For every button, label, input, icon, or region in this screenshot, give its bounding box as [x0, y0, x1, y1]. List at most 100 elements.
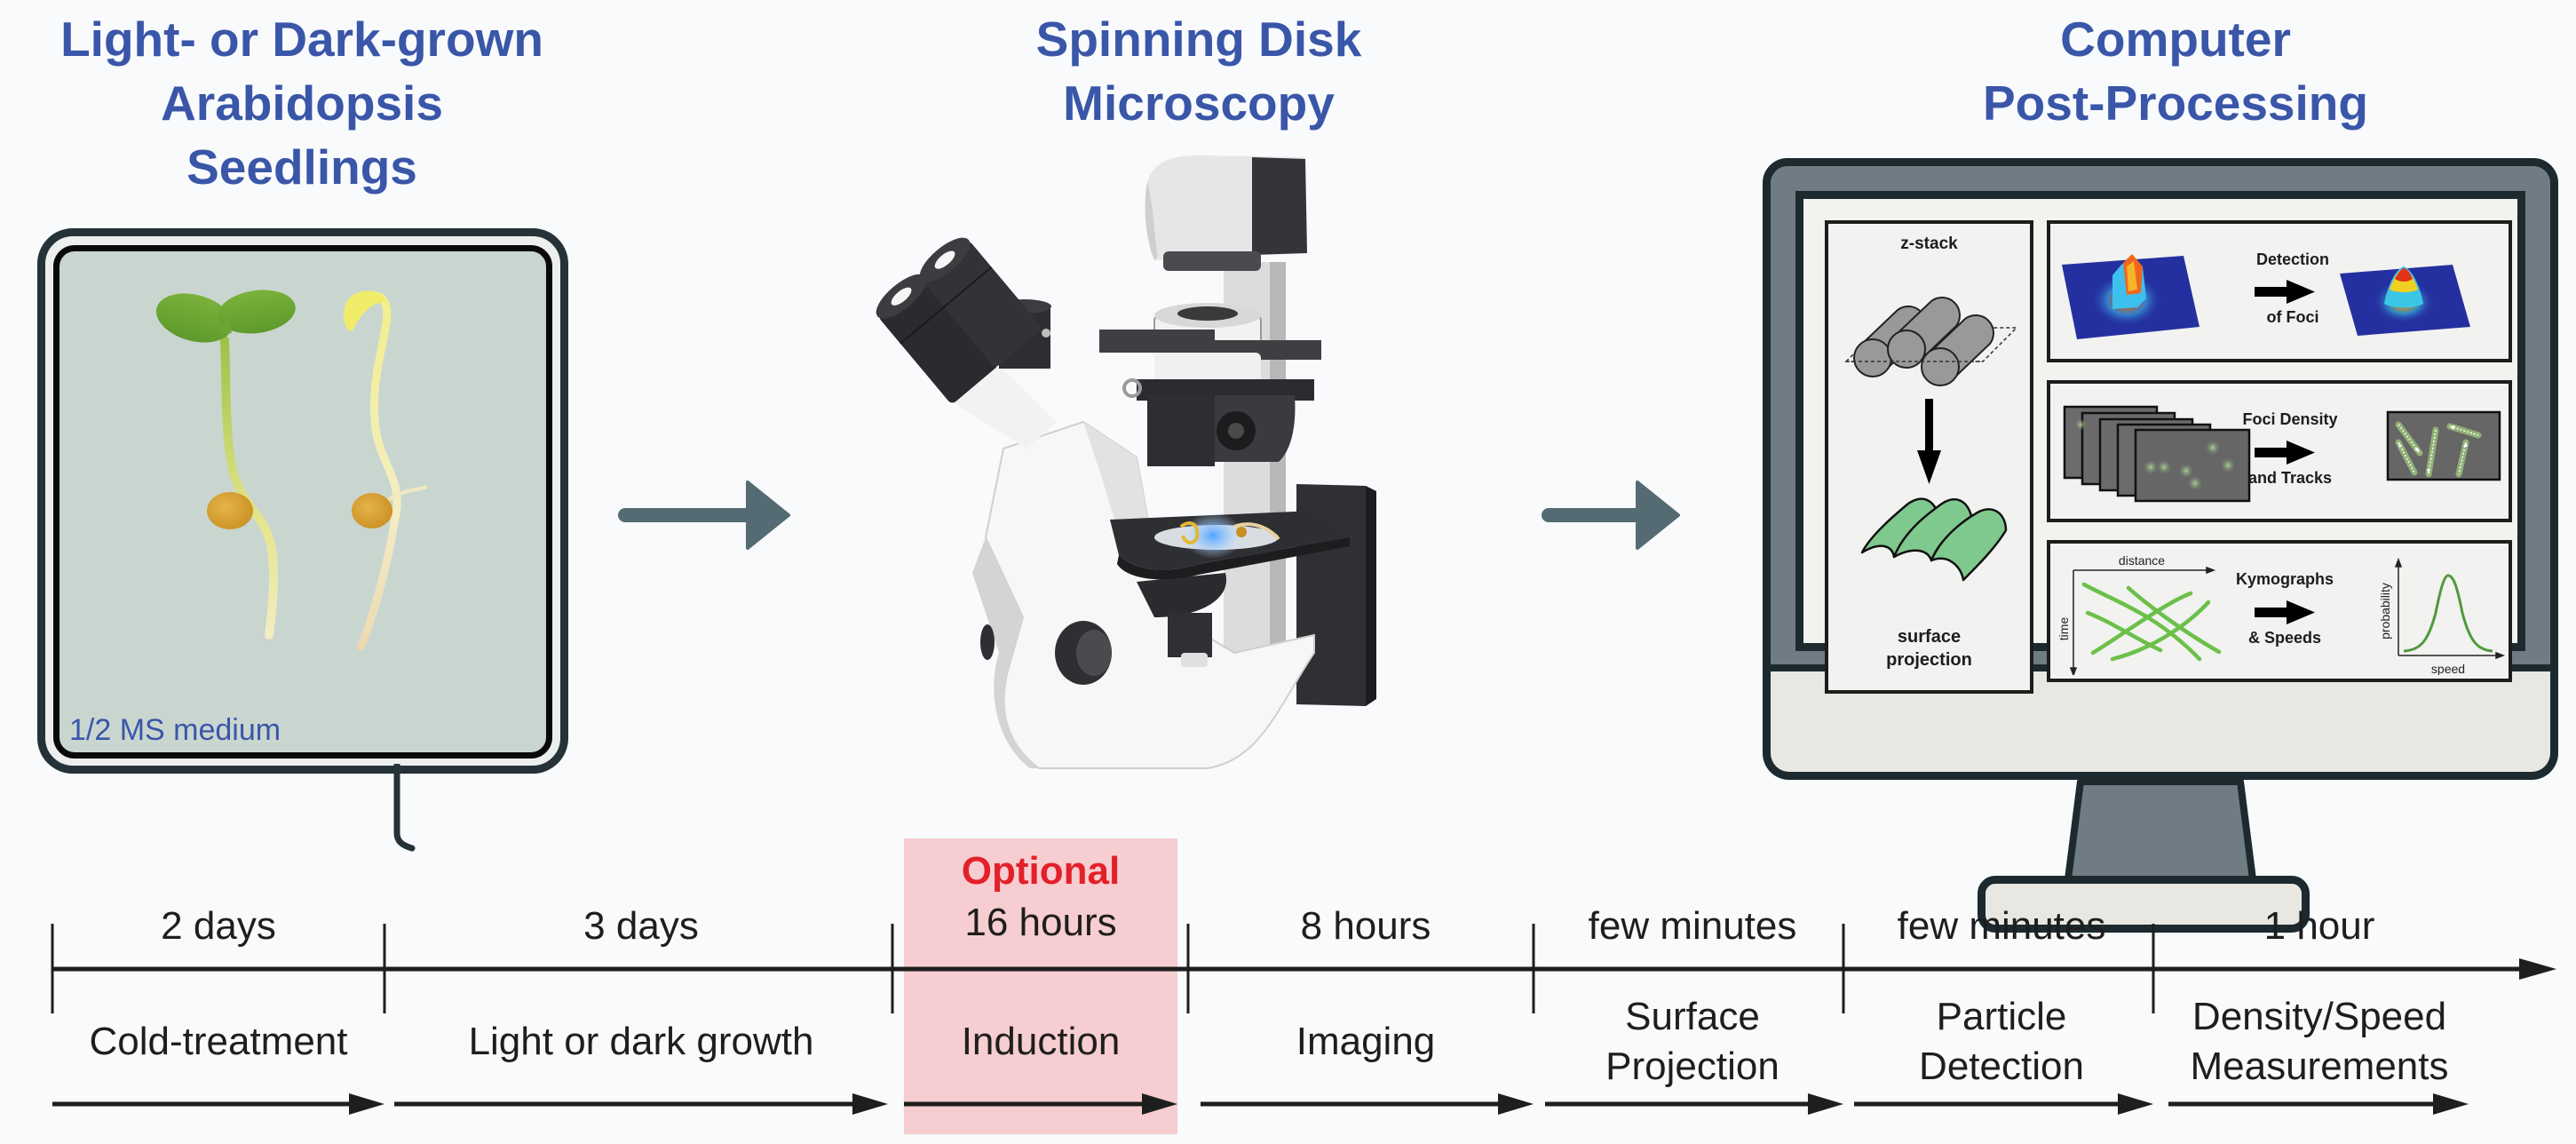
- kymograph-traces: [2081, 582, 2222, 662]
- title-line: Computer: [2060, 12, 2291, 67]
- step-label-line: Cold-treatment: [89, 1020, 348, 1063]
- timeline-axis: [51, 924, 2556, 1115]
- panel-kymographs: distance time Kymographs & Speeds p: [2047, 540, 2512, 682]
- distribution-x-axis-label: speed: [2431, 662, 2465, 675]
- step-duration: few minutes: [1588, 904, 1797, 948]
- dark-grown-seedling: [344, 290, 427, 651]
- eyepieces: [876, 237, 1057, 449]
- title-line: Spinning Disk: [1035, 12, 1362, 67]
- speed-distribution-axes: [2394, 557, 2506, 660]
- fitted-gaussian-surface-icon: [2340, 265, 2470, 336]
- step-arrow-head-icon: [2433, 1093, 2469, 1115]
- right-arrow-icon: [2255, 441, 2315, 465]
- title-line: Arabidopsis: [161, 75, 443, 131]
- zstack-to-projection-illustration: [1844, 297, 2018, 582]
- title-microscopy: Spinning Disk Microscopy: [977, 7, 1421, 135]
- step-duration: 8 hours: [1300, 904, 1431, 948]
- panel-foci-detection: Detection of Foci: [2047, 220, 2512, 362]
- step-arrow-head-icon: [2118, 1093, 2153, 1115]
- title-seedlings: Light- or Dark-grown Arabidopsis Seedlin…: [9, 7, 595, 199]
- zstack-cylinders-icon: [1844, 297, 2018, 386]
- step-label-line: Projection: [1605, 1045, 1779, 1088]
- raw-intensity-surface-icon: [2062, 254, 2200, 339]
- foci-detection-illustration: Detection of Foci: [2062, 250, 2470, 339]
- down-arrow-icon: [1917, 399, 1941, 484]
- step-duration: 16 hours: [964, 901, 1117, 944]
- plate-stand-hook: [393, 764, 416, 852]
- distribution-y-axis-label: probability: [2378, 583, 2392, 640]
- step-label: Cold-treatment: [89, 1017, 347, 1067]
- image-stack-icon: [2063, 405, 2251, 503]
- step-arrow-head-icon: [1808, 1093, 1843, 1115]
- kymograph-axes: [2069, 566, 2216, 675]
- tracks-label-line-1: Foci Density: [2242, 410, 2337, 428]
- step-arrow-head-icon: [1142, 1093, 1177, 1115]
- surface-projection-icon: [1860, 497, 2008, 582]
- projection-label-line: projection: [1886, 650, 1972, 670]
- step-duration: 1 hour: [2263, 904, 2375, 948]
- detection-label-line-2: of Foci: [2267, 308, 2319, 326]
- step-label: Light or dark growth: [469, 1017, 814, 1067]
- kymo-label-line-2: & Speeds: [2248, 629, 2321, 647]
- kymograph-illustration: distance time Kymographs & Speeds p: [2057, 553, 2506, 675]
- step-duration: 3 days: [583, 904, 699, 948]
- step-label: Imaging: [1296, 1017, 1436, 1067]
- optional-label: Optional: [961, 849, 1121, 893]
- foci-spots: [2074, 418, 2236, 491]
- flow-arrow-right-icon: [1542, 481, 1680, 550]
- step-arrow-head-icon: [852, 1093, 888, 1115]
- title-line: Post-Processing: [1982, 75, 2368, 131]
- light-grown-seedling: [155, 290, 296, 640]
- right-arrow-icon: [2255, 280, 2315, 304]
- speed-distribution-curve: [2403, 574, 2493, 653]
- step-label-line: Detection: [1919, 1045, 2084, 1088]
- growth-medium: [53, 245, 552, 759]
- illumination-pillar: [1224, 262, 1286, 679]
- kymograph-x-axis-label: distance: [2119, 553, 2165, 568]
- panel-foci-tracks: Foci Density and Tracks: [2047, 380, 2512, 522]
- timeline-arrowhead-icon: [2519, 958, 2556, 980]
- step-arrow-head-icon: [1498, 1093, 1534, 1115]
- step-label-line: Density/Speed: [2192, 995, 2447, 1038]
- medium-label: 1/2 MS medium: [69, 713, 281, 747]
- right-arrow-icon: [2255, 600, 2315, 624]
- step-label-line: Particle: [1936, 995, 2067, 1038]
- title-line: Seedlings: [186, 139, 417, 195]
- seedlings-illustration: [155, 290, 427, 651]
- foci-tracks-illustration: Foci Density and Tracks: [2063, 405, 2501, 503]
- step-label-line: Surface: [1625, 995, 1760, 1038]
- tracked-foci-image-icon: [2386, 410, 2501, 481]
- step-label-line: Light or dark growth: [468, 1020, 814, 1063]
- panel-zstack-projection: z-stack: [1825, 220, 2033, 694]
- title-line: Light- or Dark-grown: [60, 12, 543, 67]
- computer-monitor: z-stack: [1763, 158, 2562, 933]
- kymo-label-line-1: Kymographs: [2236, 570, 2334, 588]
- inverted-microscope-illustration: [876, 155, 1376, 769]
- projection-label-line: surface: [1897, 627, 1962, 647]
- laser-light-spot: [1183, 512, 1243, 559]
- tracks-label-line-2: and Tracks: [2248, 469, 2332, 487]
- microscope-stage: [1110, 511, 1350, 580]
- projection-label: surface projection: [1828, 625, 2030, 671]
- step-label-line: Induction: [961, 1020, 1121, 1063]
- step-arrow-head-icon: [349, 1093, 384, 1115]
- step-label-line: Imaging: [1296, 1020, 1436, 1063]
- monitor-base: [1978, 876, 2310, 933]
- detection-label-line-1: Detection: [2256, 250, 2329, 268]
- lamp-housing: [1145, 155, 1307, 271]
- title-line: Microscopy: [1063, 75, 1335, 131]
- step-duration: 2 days: [161, 904, 276, 948]
- step-duration: few minutes: [1897, 904, 2106, 948]
- step-label: Induction: [962, 1017, 1121, 1067]
- kymograph-y-axis-label: time: [2057, 617, 2071, 641]
- flow-arrow-right-icon: [618, 481, 790, 550]
- condenser: [1099, 303, 1321, 466]
- zstack-label: z-stack: [1900, 234, 1958, 253]
- step-label-line: Measurements: [2190, 1045, 2449, 1088]
- optional-step-highlight: [904, 838, 1177, 1134]
- title-computer: Computer Post-Processing: [1909, 7, 2442, 135]
